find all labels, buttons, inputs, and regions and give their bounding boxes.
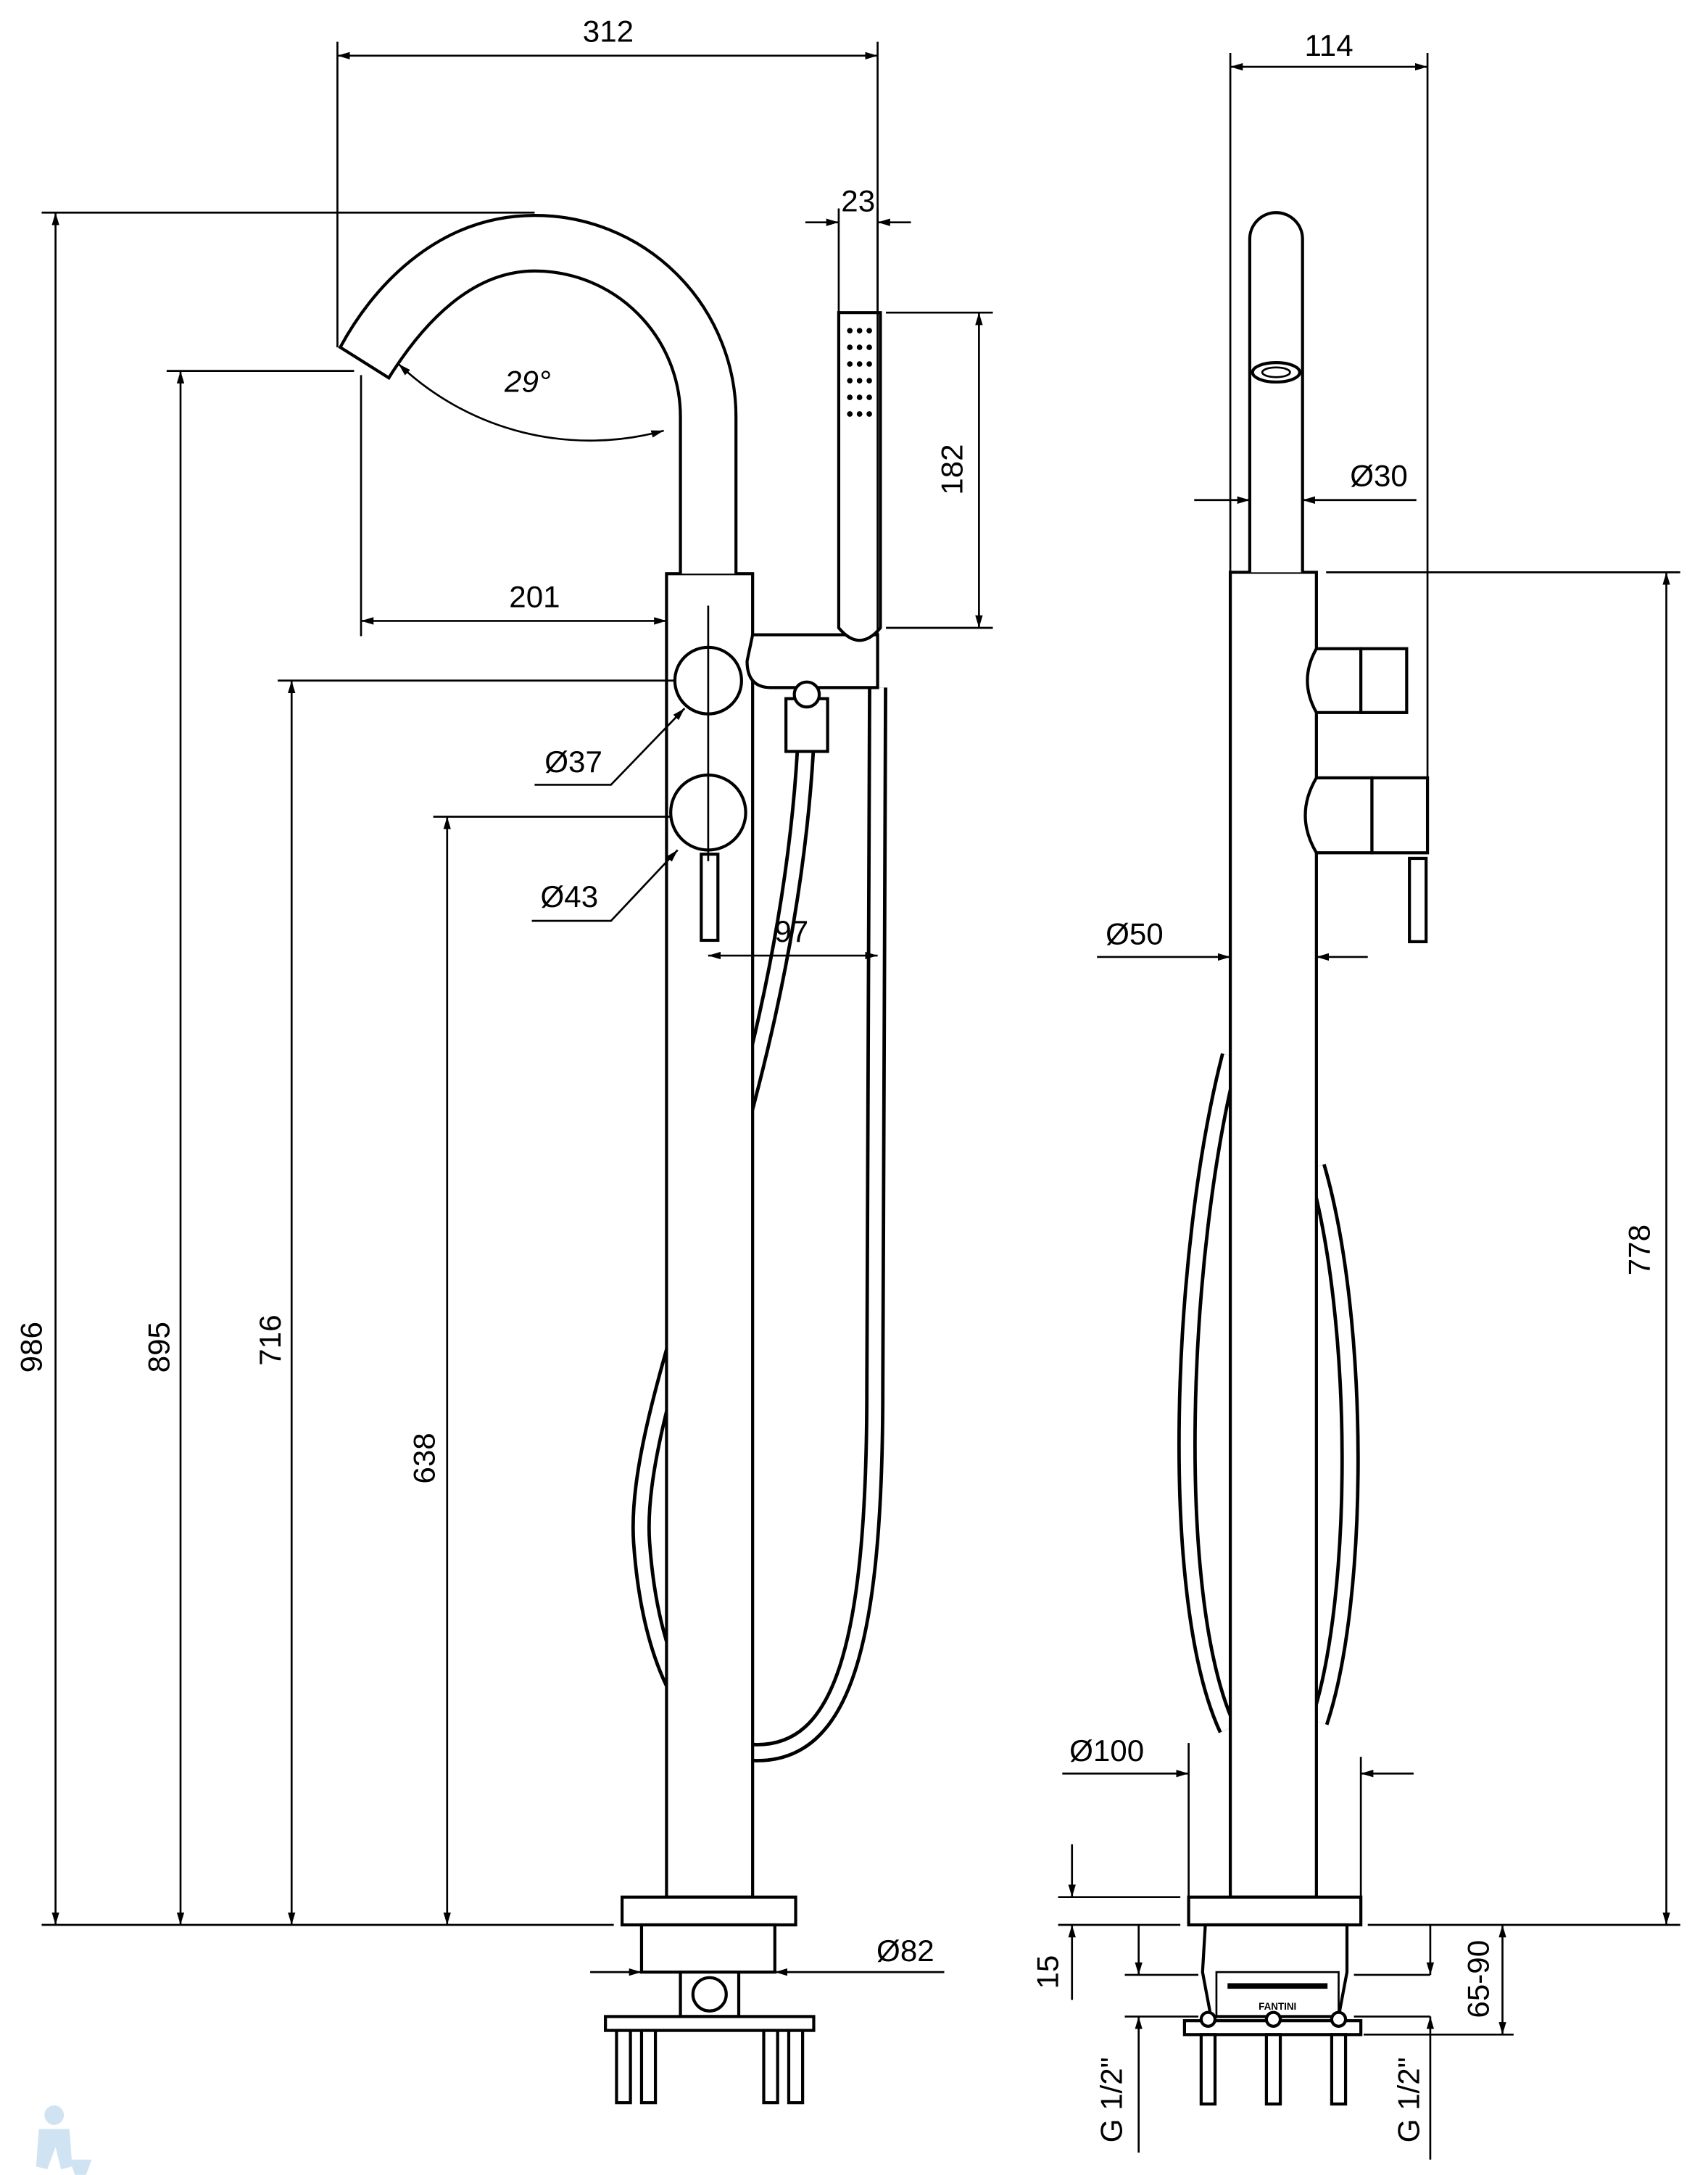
dim-lower-knob-height: 638 (407, 1433, 441, 1483)
dim-overall-depth: 114 (1304, 28, 1353, 62)
dim-spout-projection: 201 (509, 579, 560, 613)
side-view: FANTINI 114 Ø30 Ø50 778 (1031, 28, 1680, 2160)
dim-column-diameter: Ø50 (1106, 917, 1164, 951)
dim-overall-width: 312 (583, 14, 634, 49)
dim-connection-right: G 1/2" (1392, 2057, 1426, 2142)
side-spout (1248, 211, 1304, 573)
dim-spout-angle: 29° (504, 364, 551, 398)
dim-connection-left: G 1/2" (1095, 2057, 1129, 2142)
dim-upper-knob-height: 716 (253, 1314, 287, 1365)
shower-holder (745, 633, 879, 689)
dim-rosette-diameter: Ø100 (1069, 1733, 1144, 1768)
dim-handshower-diameter: 23 (841, 183, 875, 218)
dim-spout-diameter: Ø30 (1350, 459, 1408, 493)
mixer-column (665, 572, 755, 1899)
dim-handshower-length: 182 (934, 444, 969, 494)
plumber-watermark-icon (36, 2105, 92, 2175)
spout (338, 213, 738, 574)
brand-mark: FANTINI (1259, 2001, 1296, 2012)
dim-upper-knob-diameter: Ø37 (544, 745, 602, 779)
mounting-plate (604, 2015, 816, 2032)
spray-holes (847, 328, 872, 417)
dim-spout-outlet-height: 895 (142, 1322, 176, 1372)
handshower (837, 311, 882, 642)
front-view: 312 23 182 29° 201 Ø37 Ø43 97 Ø82 986 89… (14, 14, 993, 2105)
mounting-bolts (615, 2029, 805, 2105)
side-upper-knob (1306, 647, 1363, 714)
dim-install-depth: 65-90 (1461, 1940, 1495, 2018)
aerator (1251, 361, 1301, 384)
dim-column-height: 778 (1622, 1225, 1657, 1275)
side-lever (1408, 856, 1428, 943)
dim-lower-knob-diameter: Ø43 (541, 879, 599, 914)
side-bolts (1199, 2010, 1348, 2106)
side-lower-knob (1303, 776, 1374, 855)
dim-holder-offset: 97 (774, 914, 808, 948)
side-rosette (1187, 1895, 1363, 1927)
dim-base-diameter: Ø82 (876, 1934, 934, 1968)
lever (700, 853, 720, 942)
dim-rosette-thickness: 15 (1031, 1955, 1065, 1989)
rosette (621, 1895, 797, 1927)
side-column (1228, 571, 1318, 1899)
dim-total-height: 986 (14, 1322, 48, 1372)
